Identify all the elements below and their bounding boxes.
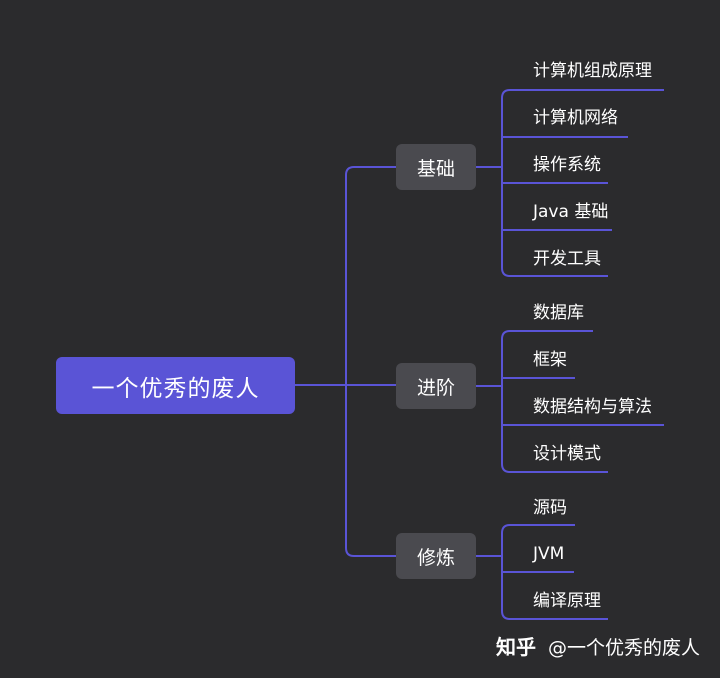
watermark: 知乎 @一个优秀的废人 — [496, 631, 700, 660]
leaf-node[interactable]: 操作系统 — [533, 155, 601, 175]
branch-node-label: 基础 — [416, 157, 455, 180]
trunk-connector — [345, 166, 355, 557]
leaf-node[interactable]: 数据结构与算法 — [533, 397, 652, 417]
root-node[interactable]: 一个优秀的废人 — [56, 357, 295, 414]
branch-node-basics[interactable]: 基础 — [396, 144, 476, 190]
branch-node-advanced[interactable]: 进阶 — [396, 363, 476, 409]
branch-node-label: 进阶 — [416, 376, 455, 399]
leaf-node[interactable]: 计算机网络 — [533, 108, 618, 128]
leaf-node[interactable]: JVM — [533, 544, 565, 564]
leaf-node[interactable]: 源码 — [533, 498, 567, 518]
leaf-spine-connector — [501, 330, 511, 473]
leaf-node[interactable]: 编译原理 — [533, 591, 601, 611]
leaf-node[interactable]: 计算机组成原理 — [533, 61, 652, 81]
watermark-brand: 知乎 — [495, 635, 536, 659]
leaf-node[interactable]: 设计模式 — [533, 444, 601, 464]
root-node-label: 一个优秀的废人 — [91, 375, 260, 402]
leaf-node[interactable]: 开发工具 — [533, 249, 601, 269]
leaf-node[interactable]: 数据库 — [533, 303, 584, 323]
leaf-node[interactable]: Java 基础 — [533, 202, 609, 222]
branch-node-label: 修炼 — [416, 546, 455, 569]
watermark-handle: @一个优秀的废人 — [547, 637, 700, 659]
leaf-node[interactable]: 框架 — [533, 350, 567, 370]
branch-node-cultivation[interactable]: 修炼 — [396, 533, 476, 579]
